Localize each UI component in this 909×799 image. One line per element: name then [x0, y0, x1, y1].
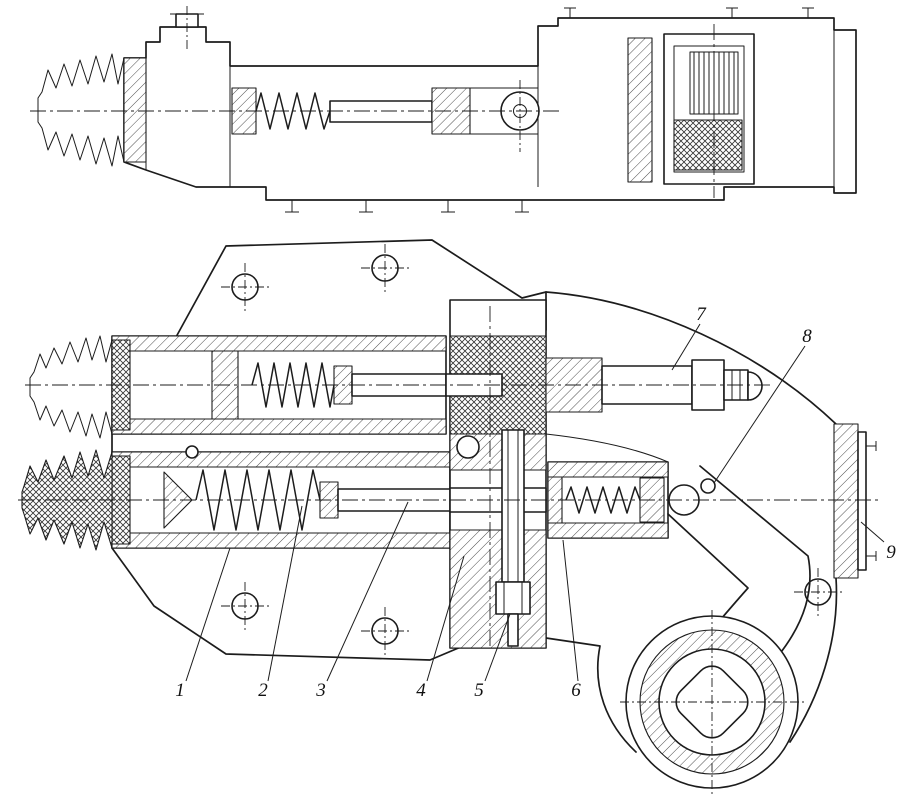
callout-7: 7 [671, 304, 707, 371]
bolt-hole [221, 582, 269, 630]
lever-pin [700, 478, 716, 494]
splined-boss [620, 610, 804, 794]
vent-hole [185, 445, 199, 459]
valve-column [445, 299, 547, 649]
base-plate-studs [285, 200, 529, 213]
relay-valve [547, 461, 700, 539]
lower-cylinder [21, 445, 453, 551]
valve-wall-section [547, 522, 669, 539]
hex-fitting [495, 581, 531, 647]
bolt-hole [361, 607, 409, 655]
check-ball [456, 435, 480, 459]
callout-7-label: 7 [696, 304, 707, 325]
callout-1: 1 [175, 547, 231, 701]
splined-hub [663, 33, 755, 185]
callout-2: 2 [258, 505, 303, 701]
callout-5: 5 [474, 613, 511, 701]
top-studs [564, 7, 814, 18]
cylinder-wall-section [111, 532, 451, 549]
return-spring [255, 92, 331, 130]
top-view-centerlines [30, 6, 715, 198]
boot-bellows [37, 53, 125, 167]
upper-cylinder [29, 335, 447, 439]
push-rod [329, 100, 433, 123]
bolt-hole [361, 244, 409, 292]
callout-8-label: 8 [802, 326, 812, 347]
bolt-hole [221, 263, 269, 311]
callout-4: 4 [416, 555, 465, 701]
valve-spring [565, 486, 641, 514]
callouts: 1 2 3 4 5 6 7 [175, 304, 896, 701]
boot-flange-section [123, 57, 147, 163]
bolt-holes [221, 244, 842, 655]
callout-3-label: 3 [315, 680, 326, 701]
callout-6: 6 [562, 539, 581, 701]
piston-spring [251, 362, 335, 408]
rib-section [627, 37, 653, 183]
callout-9-label: 9 [886, 542, 896, 563]
callout-1-label: 1 [175, 680, 185, 701]
flange-plate [857, 431, 867, 571]
main-spring [195, 469, 321, 531]
callout-9: 9 [860, 521, 896, 563]
section-centerlines [18, 306, 880, 650]
mounting-flange [833, 423, 877, 579]
callout-4-label: 4 [416, 680, 426, 701]
sectional-view: 1 2 3 4 5 6 7 [18, 239, 896, 794]
cylinder-wall-section [111, 451, 451, 468]
valve-wall-section [547, 461, 669, 478]
cylinder-wall-section [111, 418, 447, 435]
bolt-hole [794, 568, 842, 616]
valve-stem [501, 429, 525, 583]
upper-boot-bellows [29, 335, 113, 439]
callout-5-label: 5 [474, 680, 484, 701]
callout-3: 3 [315, 501, 409, 701]
top-projection-view [30, 6, 857, 213]
cylinder-wall-section [111, 335, 447, 352]
callout-8: 8 [713, 326, 812, 484]
callout-6-label: 6 [571, 680, 581, 701]
callout-2-label: 2 [258, 680, 268, 701]
